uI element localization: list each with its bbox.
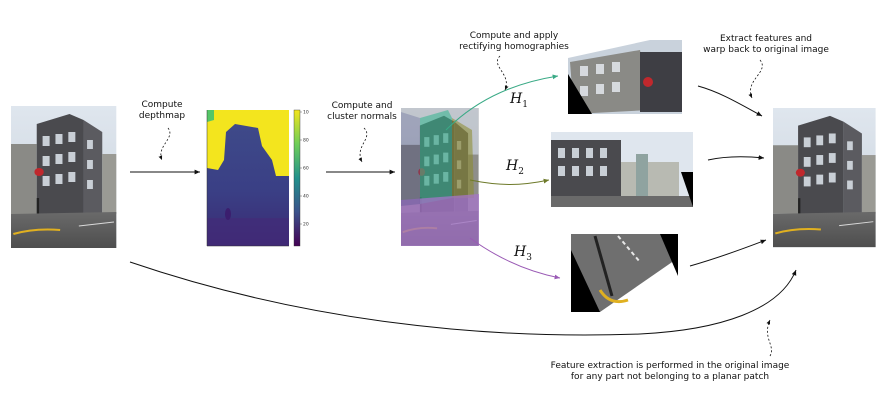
colorbar <box>293 109 301 247</box>
h2-index: 2 <box>518 166 524 177</box>
label-compute-depthmap: Compute depthmap <box>138 100 186 121</box>
rectified-patch-2 <box>551 132 693 207</box>
label-compute-homographies: Compute and apply rectifying homographie… <box>459 31 569 52</box>
h3-index: 3 <box>526 252 532 263</box>
pointer-bottom <box>766 319 772 357</box>
h3-symbol: H <box>514 244 527 260</box>
arrow-patch2-to-final <box>707 155 765 161</box>
rectified-patch-1 <box>568 40 682 114</box>
colorbar-tick-label: 80 <box>303 138 309 144</box>
label-extract-features: Extract features and warp back to origin… <box>703 34 829 55</box>
h2-label: H2 <box>506 158 524 177</box>
label-bottom-note: Feature extraction is performed in the o… <box>550 361 790 382</box>
pointer-extract <box>748 59 763 99</box>
clustered-normals-image <box>400 107 480 247</box>
arrow-patch1-to-final <box>697 85 763 117</box>
original-image <box>9 104 118 250</box>
h2-symbol: H <box>506 158 519 174</box>
depthmap-image <box>206 110 289 247</box>
arrow-h3 <box>469 237 561 280</box>
colorbar-ticks: 10 80 60 40 20 <box>300 110 309 228</box>
colorbar-tick-label: 40 <box>303 194 309 200</box>
pointer-depthmap <box>158 127 171 161</box>
pointer-homographies <box>497 55 509 91</box>
h1-symbol: H <box>510 91 523 107</box>
pointer-normals <box>358 127 368 163</box>
rectified-patch-3 <box>571 234 678 312</box>
colorbar-tick-label: 60 <box>303 166 309 172</box>
arrow-h1 <box>445 74 559 131</box>
arrow-h2 <box>469 178 550 185</box>
final-image <box>771 106 877 249</box>
colorbar-tick-label: 10 <box>303 110 309 116</box>
h1-label: H1 <box>510 91 528 110</box>
h3-label: H3 <box>514 244 532 263</box>
arrow-patch3-to-final <box>689 239 767 267</box>
label-compute-cluster-normals: Compute and cluster normals <box>327 101 397 122</box>
h1-index: 1 <box>522 99 528 110</box>
arrow-bypass <box>129 261 797 336</box>
colorbar-tick-label: 20 <box>303 222 309 228</box>
arrows <box>129 55 797 357</box>
